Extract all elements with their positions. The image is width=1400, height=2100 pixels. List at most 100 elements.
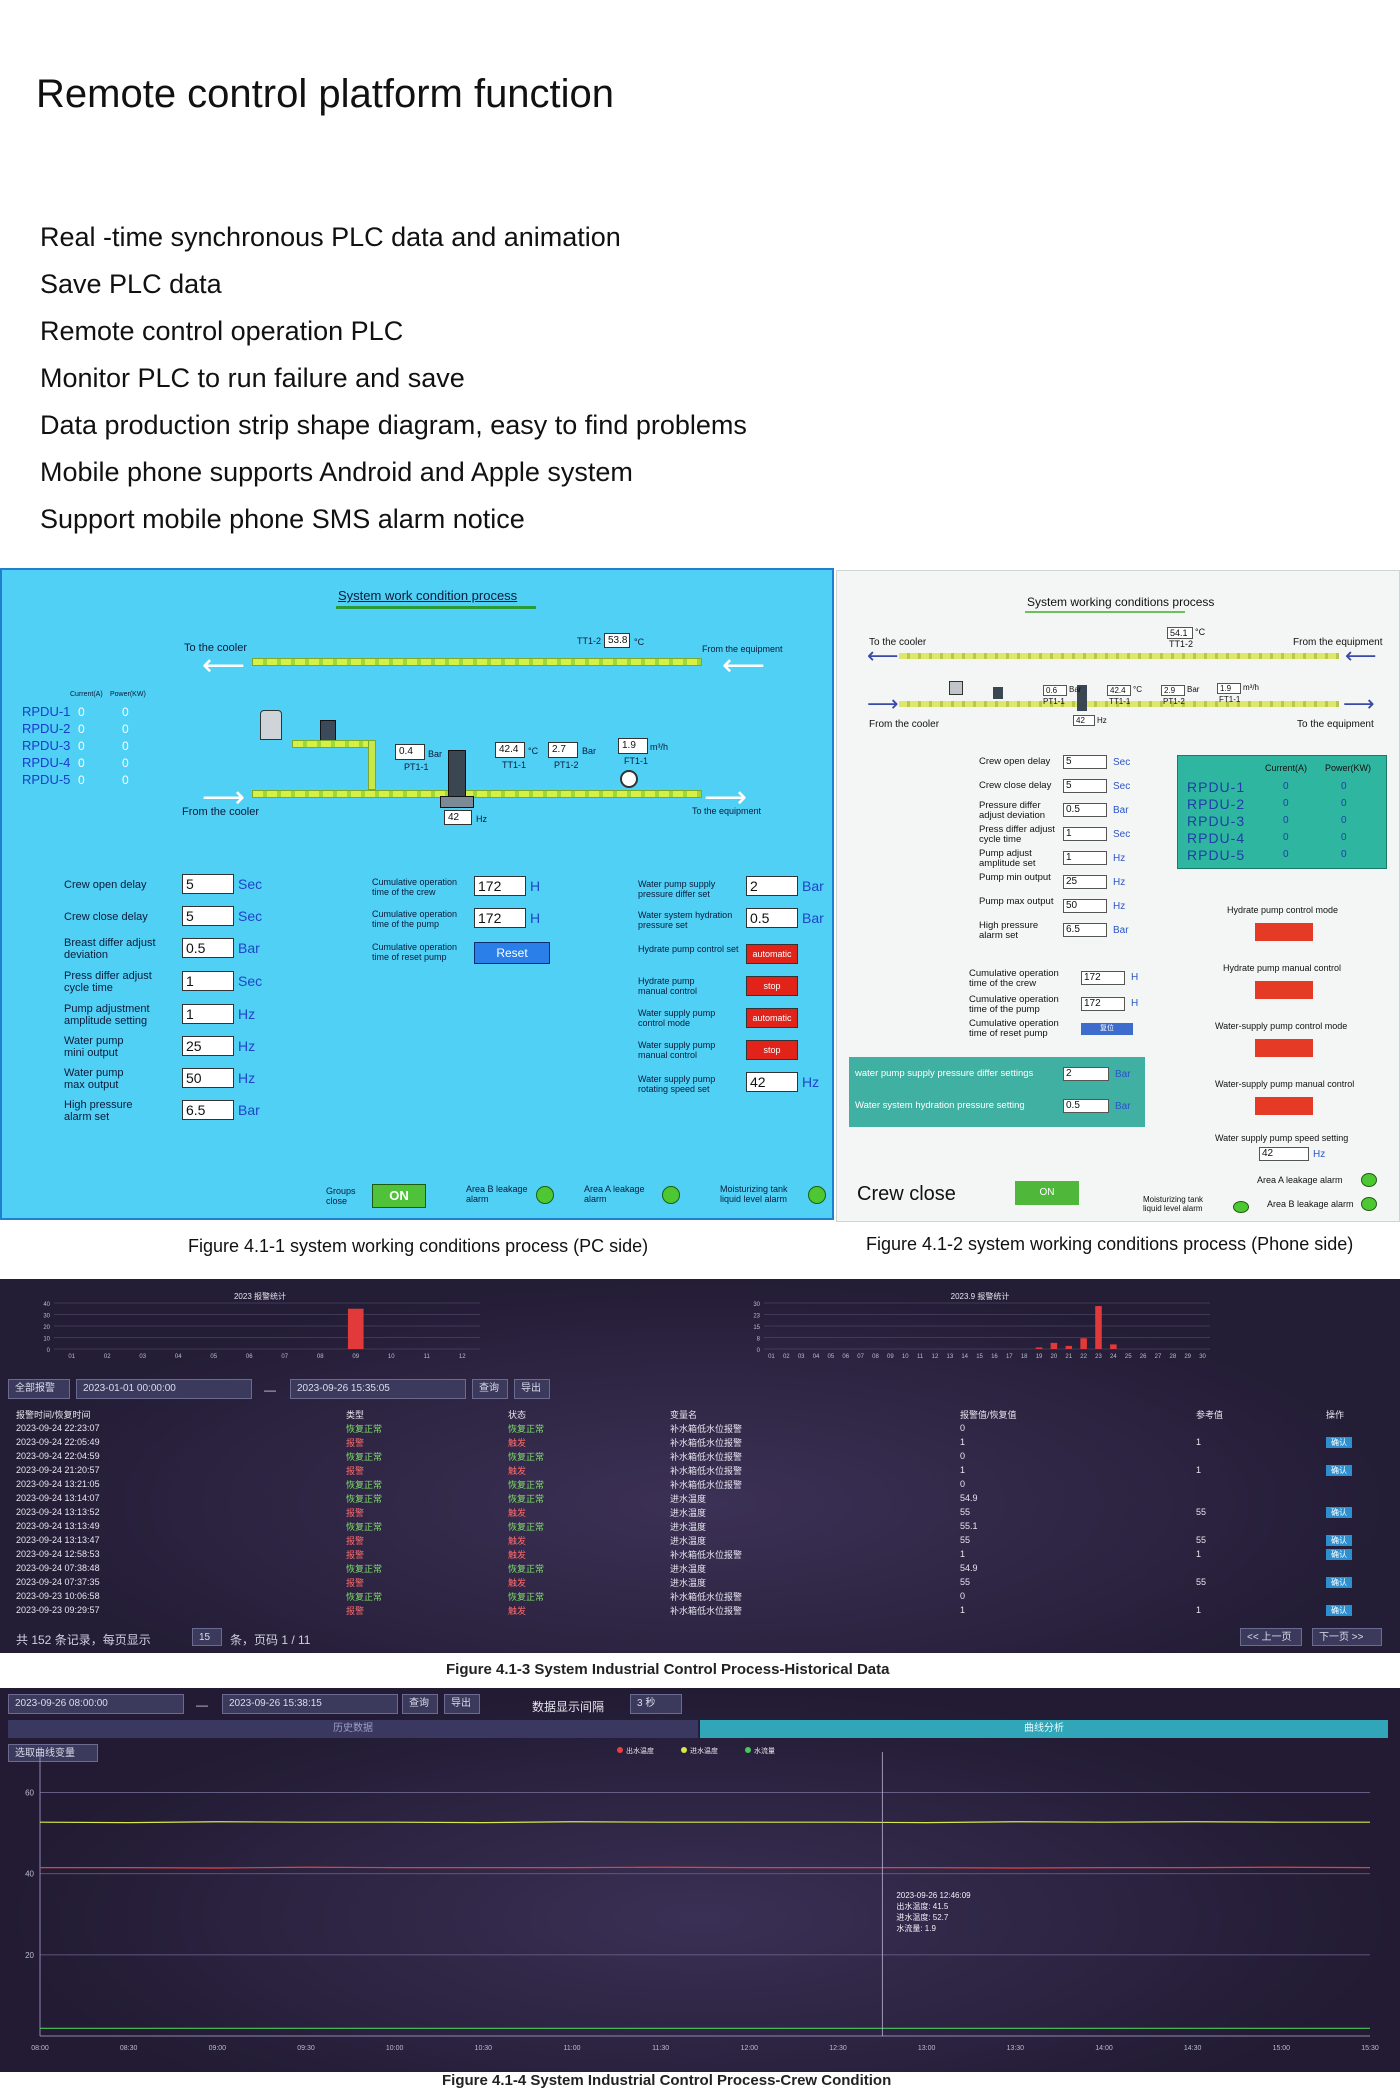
unit: Sec: [1113, 781, 1131, 792]
groups-on-button[interactable]: ON: [372, 1184, 426, 1208]
table-cell[interactable]: [1326, 1449, 1376, 1463]
hydrate-pump-stop-button[interactable]: stop: [746, 976, 798, 996]
x-tick-label: 08: [872, 1354, 879, 1360]
rpdu-power: 0: [122, 705, 129, 719]
table-cell[interactable]: [1326, 1421, 1376, 1435]
confirm-button[interactable]: 确认: [1326, 1548, 1352, 1560]
high-pressure-input[interactable]: 6.5: [182, 1100, 234, 1120]
pressure-deviation-input[interactable]: 0.5: [1063, 803, 1107, 817]
feature-list: Real -time synchronous PLC data and anim…: [40, 214, 747, 543]
reset-button[interactable]: Reset: [474, 942, 550, 964]
table-cell: 2023-09-23 09:29:57: [16, 1605, 100, 1615]
pump-speed-input[interactable]: 42: [1259, 1147, 1309, 1161]
hydrate-pump-mode-button[interactable]: [1255, 923, 1313, 941]
x-tick-label: 07: [281, 1354, 288, 1360]
confirm-button[interactable]: 确认: [1326, 1464, 1352, 1476]
x-tick-label: 09:00: [209, 2045, 227, 2052]
pump-max-input[interactable]: 50: [182, 1068, 234, 1088]
confirm-button[interactable]: 确认: [1326, 1534, 1352, 1546]
rpdu-power: 0: [122, 739, 129, 753]
pump-icon: [1077, 685, 1087, 711]
table-cell[interactable]: [1326, 1561, 1376, 1575]
crew-close-delay-input[interactable]: 5: [182, 906, 234, 926]
pt12-tag: PT1-2: [554, 760, 579, 770]
table-cell[interactable]: 确认: [1326, 1547, 1376, 1561]
crew-close-delay-input[interactable]: 5: [1063, 779, 1107, 793]
pump-amplitude-input[interactable]: 1: [182, 1004, 234, 1024]
supply-pressure-input[interactable]: 2: [1063, 1067, 1109, 1081]
table-cell: 恢复正常: [346, 1479, 383, 1490]
crew-open-delay-input[interactable]: 5: [1063, 755, 1107, 769]
table-cell: 进水温度: [670, 1535, 707, 1546]
confirm-button[interactable]: 确认: [1326, 1604, 1352, 1616]
reset-button[interactable]: 复位: [1081, 1023, 1133, 1035]
hydrate-pump-mode-button[interactable]: automatic: [746, 944, 798, 964]
hydrate-pump-stop-button[interactable]: [1255, 981, 1313, 999]
table-cell: 0: [960, 1451, 966, 1461]
table-cell[interactable]: [1326, 1477, 1376, 1491]
export-button[interactable]: 导出: [514, 1379, 550, 1399]
y-tick-label: 40: [43, 1302, 50, 1308]
table-cell[interactable]: 确认: [1326, 1463, 1376, 1477]
prev-page-button[interactable]: << 上一页: [1240, 1628, 1302, 1646]
start-time-input[interactable]: 2023-09-26 08:00:00: [8, 1694, 184, 1714]
x-tick-label: 10:30: [475, 2045, 493, 2052]
confirm-button[interactable]: 确认: [1326, 1506, 1352, 1518]
table-cell: 0: [960, 1423, 966, 1433]
select-variable-button[interactable]: 选取曲线变量: [8, 1744, 98, 1762]
pressure-deviation-input[interactable]: 0.5: [182, 938, 234, 958]
page-size-input[interactable]: 15: [192, 1628, 222, 1646]
pump-speed-input[interactable]: 42: [746, 1072, 798, 1092]
rpdu-name: RPDU-4: [22, 755, 71, 770]
table-cell[interactable]: 确认: [1326, 1505, 1376, 1519]
high-pressure-input[interactable]: 6.5: [1063, 923, 1107, 937]
table-cell: 2023-09-24 21:20:57: [16, 1465, 100, 1475]
table-cell[interactable]: 确认: [1326, 1603, 1376, 1617]
alarm-type-select[interactable]: 全部报警: [8, 1379, 70, 1399]
next-page-button[interactable]: 下一页 >>: [1312, 1628, 1382, 1646]
end-time-input[interactable]: 2023-09-26 15:35:05: [290, 1379, 466, 1399]
query-button[interactable]: 查询: [402, 1694, 438, 1714]
crew-open-delay-input[interactable]: 5: [182, 874, 234, 894]
range-dash: —: [264, 1383, 276, 1397]
hydration-pressure-input[interactable]: 0.5: [746, 908, 798, 928]
table-cell[interactable]: [1326, 1519, 1376, 1533]
supply-pump-mode-button[interactable]: automatic: [746, 1008, 798, 1028]
unit: Sec: [238, 973, 263, 989]
table-cell[interactable]: 确认: [1326, 1575, 1376, 1589]
supply-pump-mode-button[interactable]: [1255, 1039, 1313, 1057]
supply-pump-stop-button[interactable]: [1255, 1097, 1313, 1115]
tank-icon: [260, 710, 282, 740]
confirm-button[interactable]: 确认: [1326, 1576, 1352, 1588]
end-time-input[interactable]: 2023-09-26 15:38:15: [222, 1694, 398, 1714]
start-time-input[interactable]: 2023-01-01 00:00:00: [76, 1379, 252, 1399]
x-tick-label: 12: [459, 1354, 466, 1360]
x-tick-label: 25: [1125, 1354, 1132, 1360]
table-cell[interactable]: [1326, 1589, 1376, 1603]
tab-history[interactable]: 历史数据: [8, 1720, 698, 1738]
pump-min-input[interactable]: 25: [1063, 875, 1107, 889]
pump-max-input[interactable]: 50: [1063, 899, 1107, 913]
crew-runtime-value: 172: [1081, 971, 1125, 985]
supply-pressure-input[interactable]: 2: [746, 876, 798, 896]
hydration-pressure-input[interactable]: 0.5: [1063, 1099, 1109, 1113]
supply-pump-stop-button[interactable]: stop: [746, 1040, 798, 1060]
export-button[interactable]: 导出: [444, 1694, 480, 1714]
table-cell: [1196, 1491, 1326, 1505]
table-cell[interactable]: 确认: [1326, 1533, 1376, 1547]
table-cell[interactable]: [1326, 1491, 1376, 1505]
area-a-label: Area A leakage alarm: [1257, 1175, 1343, 1185]
query-button[interactable]: 查询: [472, 1379, 508, 1399]
y-tick-label: 8: [757, 1337, 761, 1343]
unit: Hz: [1113, 853, 1126, 864]
tab-curve[interactable]: 曲线分析: [700, 1720, 1388, 1738]
press-cycle-input[interactable]: 1: [182, 971, 234, 991]
press-cycle-input[interactable]: 1: [1063, 827, 1107, 841]
pump-amplitude-input[interactable]: 1: [1063, 851, 1107, 865]
table-cell[interactable]: 确认: [1326, 1435, 1376, 1449]
confirm-button[interactable]: 确认: [1326, 1436, 1352, 1448]
interval-select[interactable]: 3 秒: [630, 1694, 682, 1714]
crew-on-button[interactable]: ON: [1015, 1181, 1079, 1205]
pump-min-input[interactable]: 25: [182, 1036, 234, 1056]
